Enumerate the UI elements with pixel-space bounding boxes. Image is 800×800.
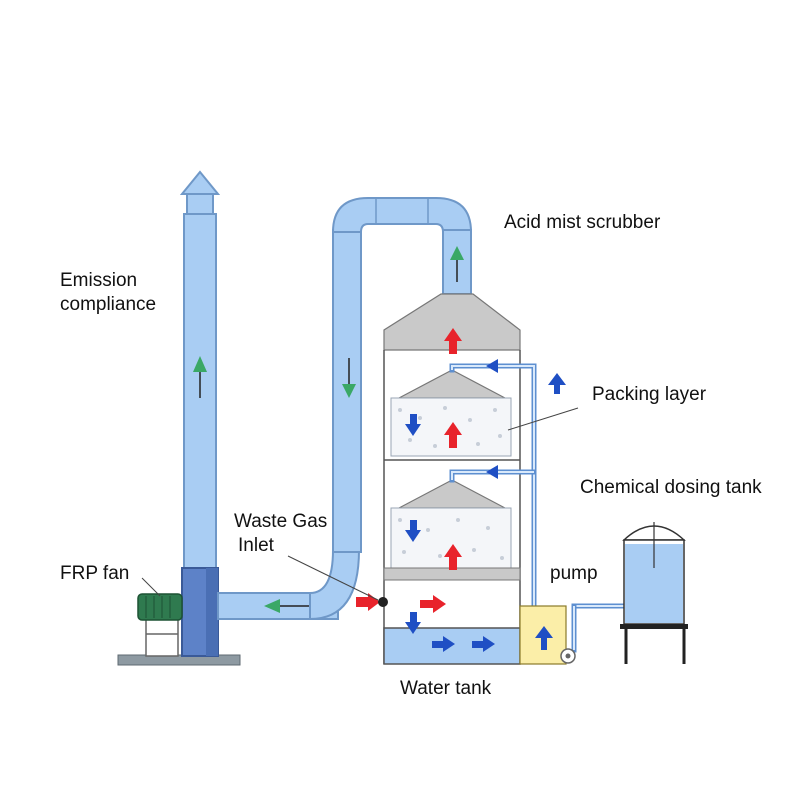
fan-stand	[145, 617, 179, 657]
emission-label-line2: compliance	[60, 294, 156, 315]
waste-gas-inlet-port	[378, 597, 388, 607]
chemical-dosing-tank	[620, 522, 688, 664]
pump-icon	[560, 648, 576, 664]
fan-motor-icon	[137, 593, 183, 621]
pump-label: pump	[550, 563, 598, 584]
inlet-gas-arrow-icon	[420, 595, 446, 613]
packing-layer-label: Packing layer	[592, 384, 707, 405]
lower-bed-gas-arrow-icon	[444, 544, 462, 570]
upper-distributor-arrow-icon	[486, 359, 498, 373]
stack-cap	[186, 193, 214, 215]
lower-distributor-arrow-icon	[486, 465, 498, 479]
leader-lines	[141, 407, 579, 601]
packing-texture	[398, 406, 504, 560]
descending-flow-arrow-icon	[342, 384, 356, 398]
acid-mist-scrubber-label: Acid mist scrubber	[504, 212, 661, 233]
water-tank-label: Water tank	[400, 678, 492, 699]
lower-distributor-cap	[398, 479, 506, 509]
frp-fan-label: FRP fan	[60, 563, 129, 584]
branch-pipe-inner	[451, 471, 534, 480]
hood-gas-arrow-icon	[444, 328, 462, 354]
gas-flow-arrows	[356, 328, 462, 613]
riser-up-arrow-shaft	[554, 384, 560, 394]
dosing-tank-stand-top	[620, 624, 688, 629]
waste-gas-label-line2: Inlet	[238, 535, 275, 556]
emission-stack	[179, 170, 221, 571]
upper-distributor-cap	[398, 369, 506, 399]
lower-bed-liquid-arrow-icon	[405, 520, 421, 542]
fan-leader	[141, 577, 161, 597]
waste-gas-label-line1: Waste Gas	[234, 511, 327, 532]
main-duct	[309, 197, 473, 621]
pump-assembly	[519, 605, 576, 665]
emission-label-line1: Emission	[60, 270, 137, 291]
top-arc-duct	[331, 197, 473, 233]
upper-bed-gas-arrow-icon	[444, 422, 462, 448]
tank-liquid-arrow-1-icon	[432, 636, 455, 652]
pump-flow-arrow-icon	[535, 626, 553, 638]
bottom-elbow	[309, 549, 361, 621]
stack-flow-arrow-icon	[193, 356, 207, 372]
riser-up-arrow-icon	[548, 373, 566, 385]
chemical-dosing-tank-label: Chemical dosing tank	[580, 477, 762, 498]
drop-liquid-arrow-icon	[405, 612, 421, 634]
liquid-flow-arrows	[405, 414, 495, 652]
packing-leader	[507, 407, 579, 431]
pump-flow-arrow-shaft	[541, 636, 547, 650]
frp-fan-assembly	[137, 567, 219, 657]
horizontal-duct-flow-arrow-icon	[264, 599, 280, 613]
liquid-pipes	[449, 359, 627, 653]
fan-housing-shade	[206, 568, 218, 656]
waste-gas-leader	[287, 555, 379, 601]
fan-base-plate	[117, 654, 241, 666]
tank-liquid-arrow-2-icon	[472, 636, 495, 652]
rising-flow-arrow-icon	[450, 246, 464, 260]
inlet-port-arrow-icon	[356, 593, 380, 611]
stack-top-arrow	[179, 170, 221, 195]
upper-bed-liquid-arrow-icon	[405, 414, 421, 436]
